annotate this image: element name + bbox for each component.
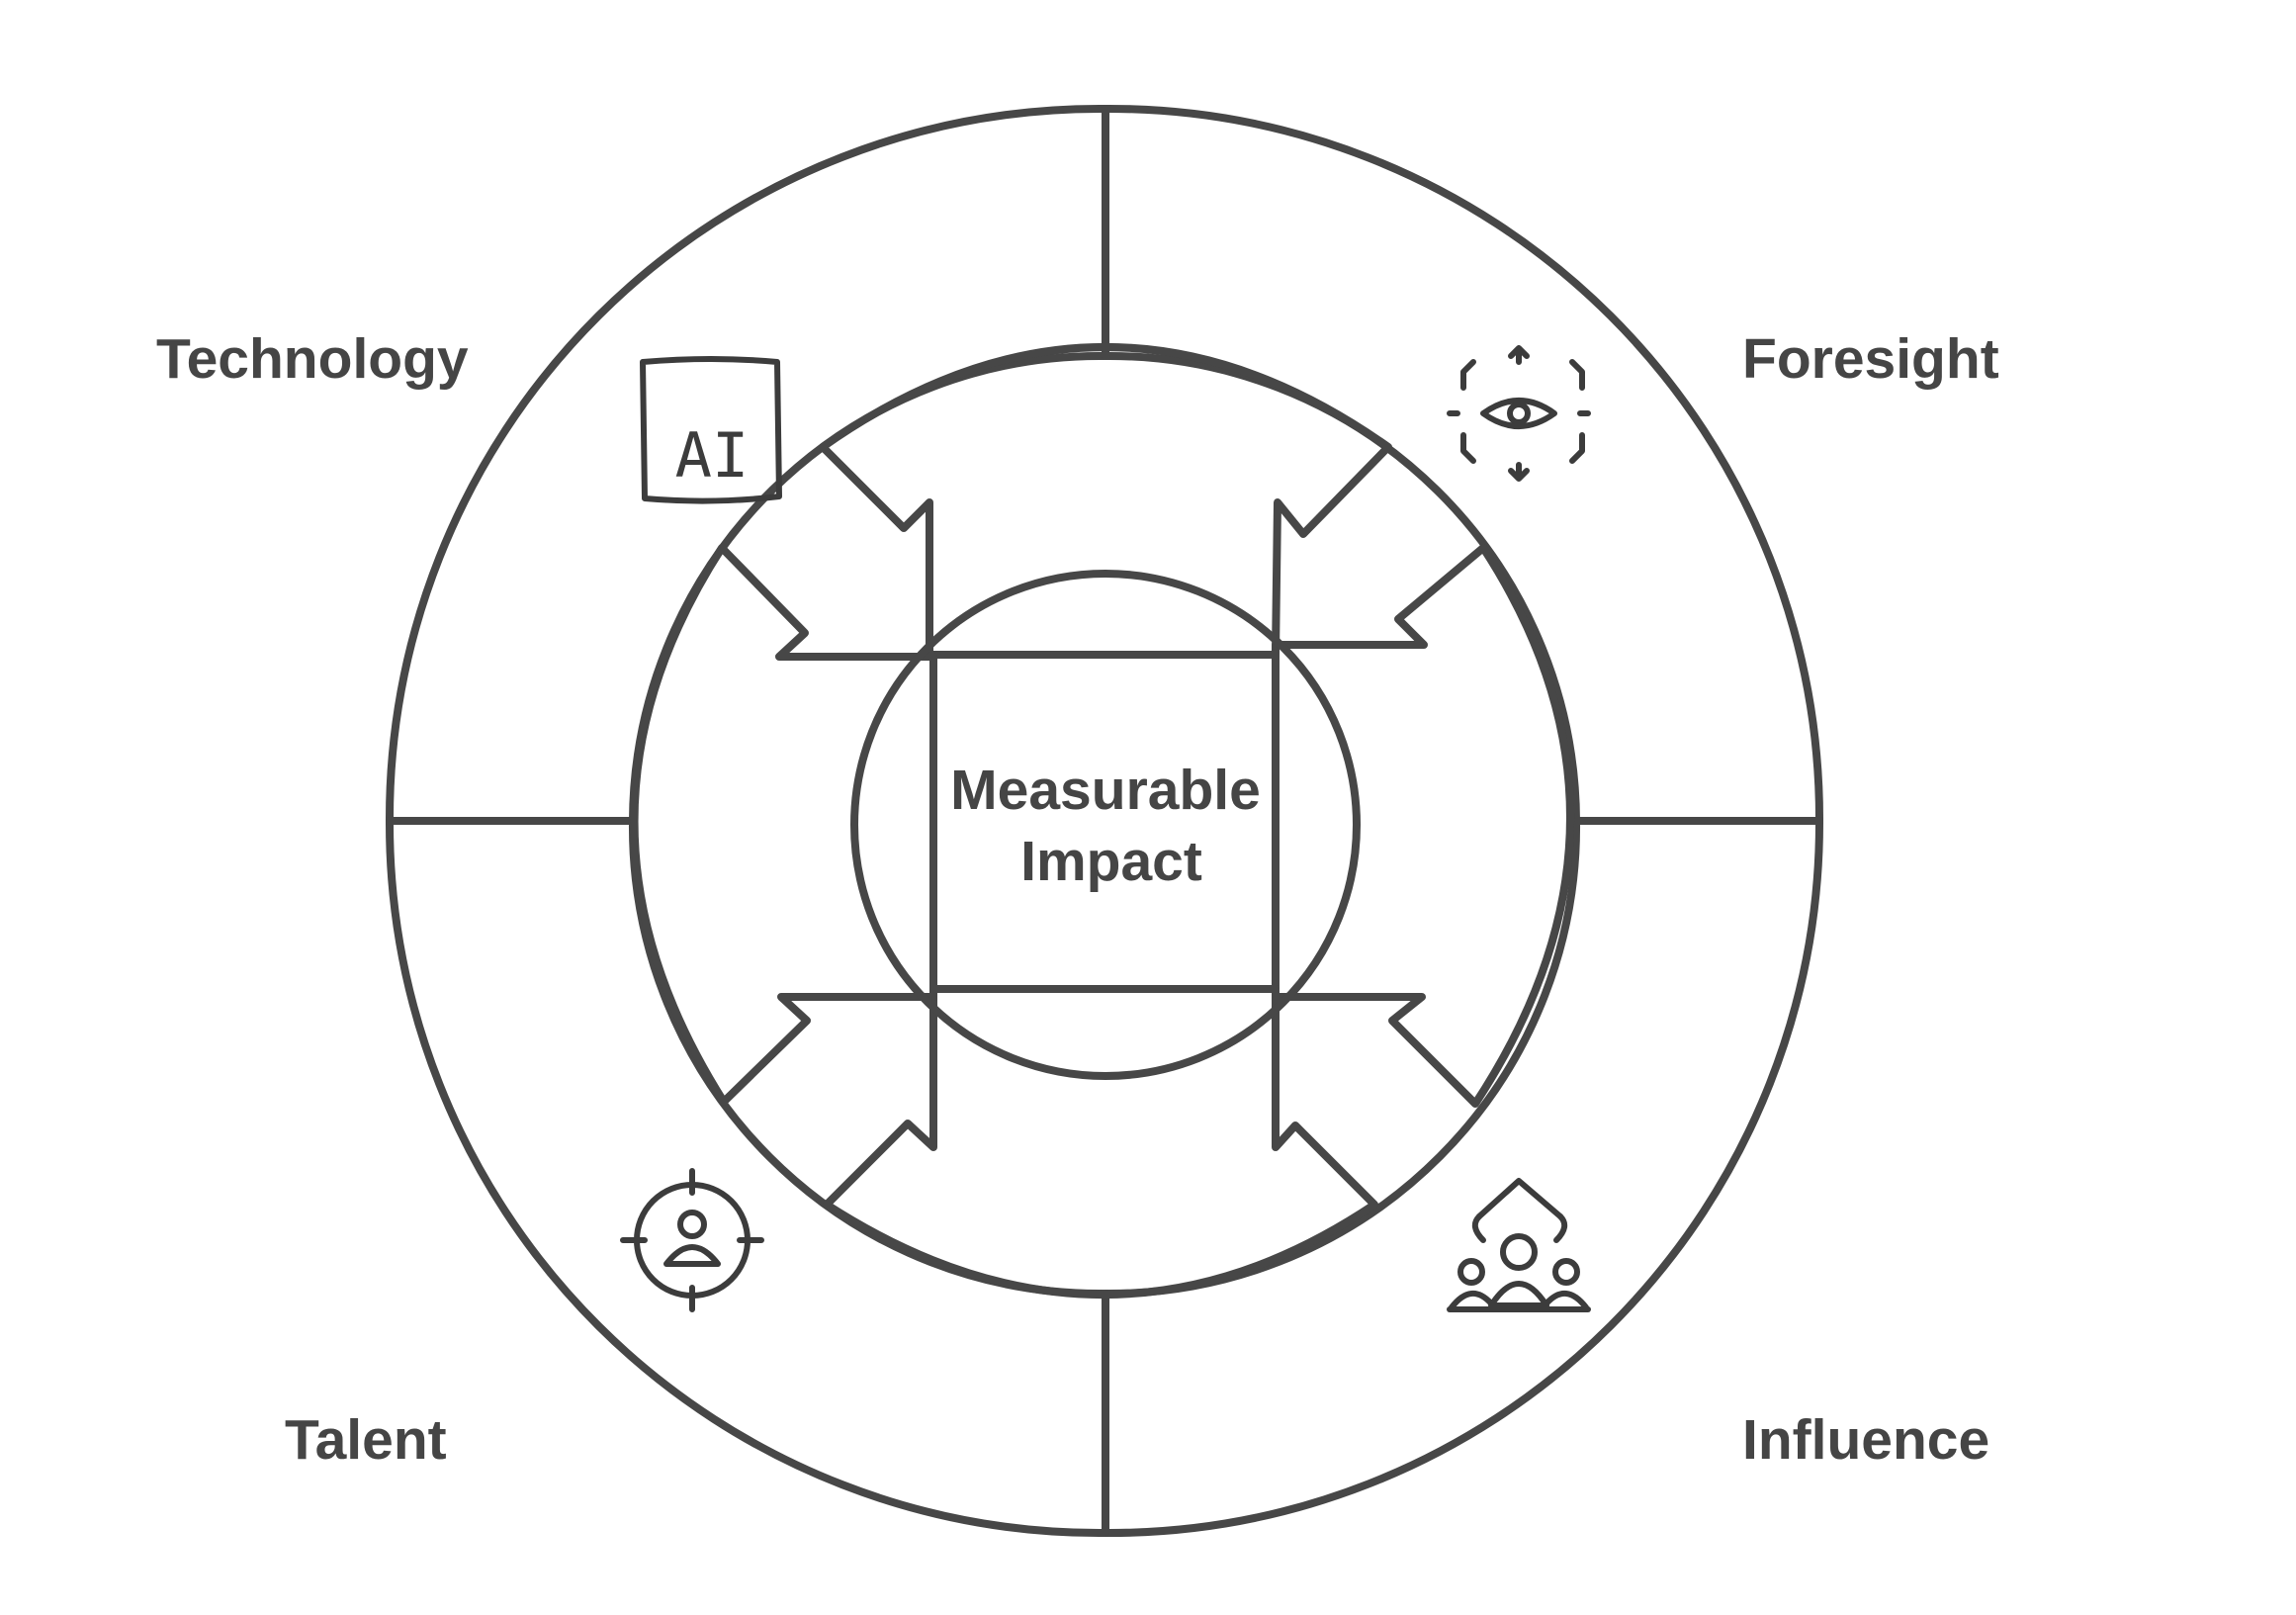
arrow-top <box>819 343 1392 659</box>
segment-influence <box>1102 817 1824 1538</box>
label-talent: Talent <box>285 1408 447 1472</box>
ai-chip-icon-text: AI <box>675 419 750 492</box>
segment-talent <box>385 817 1109 1538</box>
arrow-right <box>1272 544 1574 1108</box>
person-target-icon <box>620 1168 764 1312</box>
segment-foresight <box>1102 104 1824 825</box>
label-influence: Influence <box>1742 1408 1989 1472</box>
label-foresight: Foresight <box>1742 327 1999 391</box>
eye-focus-icon <box>1447 345 1591 482</box>
center-circle <box>850 570 1361 1080</box>
center-label-line2: Impact <box>1020 830 1202 893</box>
ai-chip-icon: AI <box>640 356 782 504</box>
arrow-bottom <box>823 985 1378 1299</box>
group-growth-icon <box>1447 1178 1591 1312</box>
center-label-line1: Measurable <box>950 759 1261 822</box>
label-technology: Technology <box>156 327 469 391</box>
arrow-left <box>630 544 937 1106</box>
